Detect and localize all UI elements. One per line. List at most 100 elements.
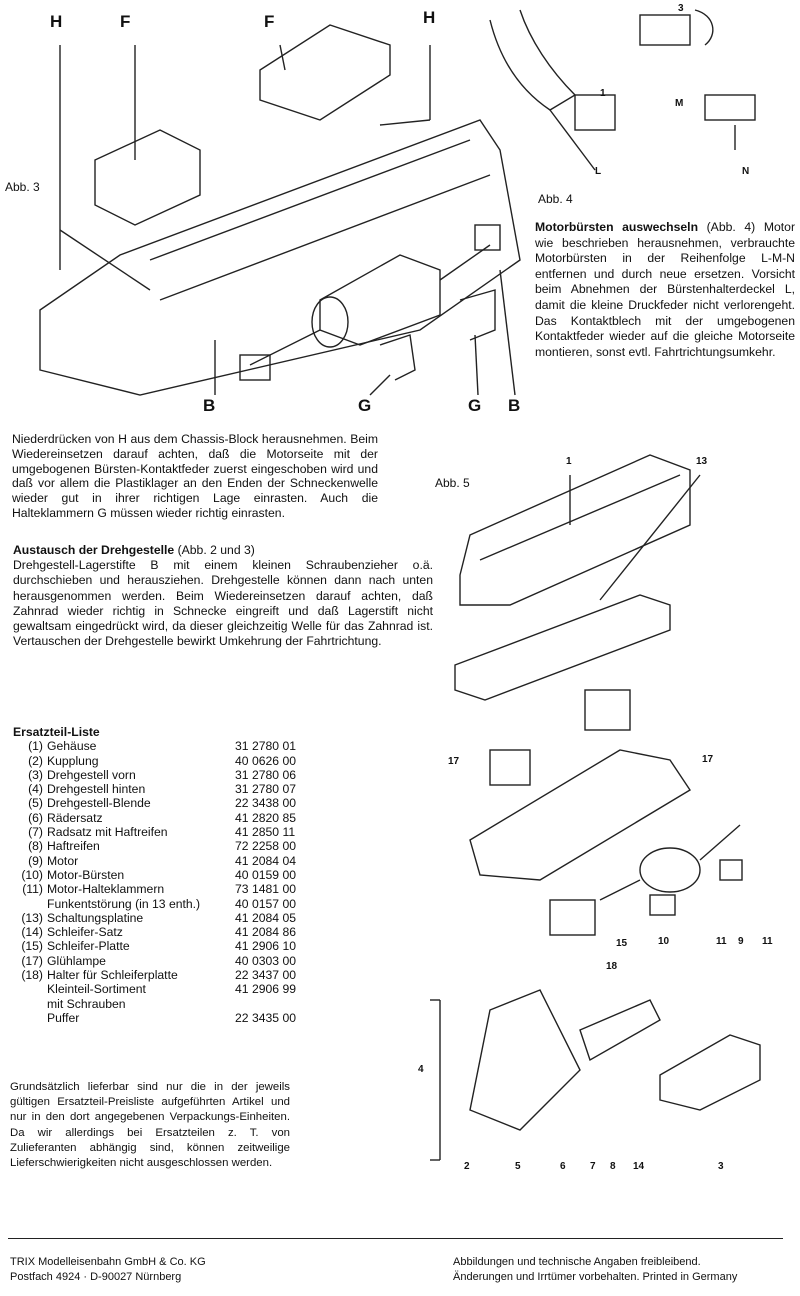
label-g: G xyxy=(468,396,482,415)
part-label: 17 xyxy=(702,754,714,765)
parts-list-row: (10) Motor-Bürsten 40 0159 00 xyxy=(13,868,333,882)
part-number: (4) xyxy=(28,782,43,797)
part-number: (5) xyxy=(28,796,43,811)
part-label: 5 xyxy=(515,1161,521,1172)
parts-list-title: Ersatzteil-Liste xyxy=(13,725,100,739)
part-code: 41 2084 05 xyxy=(235,910,296,925)
bogie-ref: (Abb. 2 und 3) xyxy=(174,543,255,557)
footer-address: Postfach 4924 · D-90027 Nürnberg xyxy=(10,1271,182,1283)
part-label: 18 xyxy=(606,961,618,972)
fig5-caption: Abb. 5 xyxy=(435,476,470,490)
footer-note-2: Änderungen und Irrtümer vorbehalten. Pri… xyxy=(453,1271,738,1283)
part-code: 40 0159 00 xyxy=(235,867,296,882)
part-name: Drehgestell hinten xyxy=(47,782,146,797)
part-label: 9 xyxy=(738,936,744,947)
part-number: (6) xyxy=(28,810,43,825)
part-label: 4 xyxy=(418,1064,424,1075)
parts-list-row: (13) Schaltungsplatine 41 2084 05 xyxy=(13,911,333,925)
part-number: (18) xyxy=(21,968,43,983)
part-label: 11 xyxy=(716,936,727,947)
part-code: 41 2084 86 xyxy=(235,925,296,940)
part-number: (14) xyxy=(21,925,43,940)
label-f: F xyxy=(120,12,131,31)
part-number: (13) xyxy=(21,910,43,925)
parts-list-row: (7) Radsatz mit Haftreifen 41 2850 11 xyxy=(13,825,333,839)
parts-list-row: (14) Schleifer-Satz 41 2084 86 xyxy=(13,925,333,939)
part-name: Kupplung xyxy=(47,753,99,768)
part-label: 14 xyxy=(633,1161,645,1172)
footer-company: TRIX Modelleisenbahn GmbH & Co. KG xyxy=(10,1256,206,1268)
parts-list-row: (5) Drehgestell-Blende 22 3438 00 xyxy=(13,796,333,810)
part-label: 2 xyxy=(464,1161,470,1172)
part-code: 40 0157 00 xyxy=(235,896,296,911)
part-code: 73 1481 00 xyxy=(235,882,296,897)
part-name: Radsatz mit Haftreifen xyxy=(47,825,168,840)
part-code: 41 2906 10 xyxy=(235,939,296,954)
fig3-caption: Abb. 3 xyxy=(5,180,40,194)
part-name: Motor-Bürsten xyxy=(47,867,125,882)
availability-note: Grundsätzlich lieferbar sind nur die in … xyxy=(10,1081,290,1170)
part-label: 11 xyxy=(762,936,773,947)
part-number xyxy=(13,1011,47,1025)
part-label: 8 xyxy=(610,1161,616,1172)
label-1: 1 xyxy=(600,88,606,99)
label-b: B xyxy=(203,396,216,415)
part-name: Motor-Halteklammern xyxy=(47,882,165,897)
label-f: F xyxy=(264,12,275,31)
label-b: B xyxy=(508,396,521,415)
part-name: Schleifer-Platte xyxy=(47,939,130,954)
chassis-instructions: Niederdrücken von H aus dem Chassis-Bloc… xyxy=(12,432,378,520)
part-code: 40 0626 00 xyxy=(235,753,296,768)
part-name: mit Schrauben xyxy=(47,996,126,1011)
part-code: 40 0303 00 xyxy=(235,953,296,968)
part-name: Funkentstörung (in 13 enth.) xyxy=(47,896,201,911)
part-number xyxy=(13,897,47,911)
part-number: (8) xyxy=(28,839,43,854)
label-m: M xyxy=(675,98,684,109)
label-n: N xyxy=(742,166,750,177)
fig4-motor-brush-drawing xyxy=(489,9,756,171)
footer-divider xyxy=(8,1238,783,1239)
part-name: Haftreifen xyxy=(47,839,100,854)
part-name: Motor xyxy=(47,853,79,868)
part-number: (7) xyxy=(28,825,43,840)
part-name: Schleifer-Satz xyxy=(47,925,123,940)
part-code: 41 2084 04 xyxy=(235,853,296,868)
part-code: 22 3437 00 xyxy=(235,968,296,983)
bogie-body: Drehgestell-Lagerstifte B mit einem klei… xyxy=(13,558,433,649)
part-name: Schaltungsplatine xyxy=(47,910,144,925)
part-number: (2) xyxy=(28,753,43,768)
part-number: (1) xyxy=(28,739,43,754)
parts-list-row: (2) Kupplung 40 0626 00 xyxy=(13,754,333,768)
part-name: Glühlampe xyxy=(47,953,106,968)
parts-list-row: mit Schrauben xyxy=(13,997,333,1011)
part-code: 41 2850 11 xyxy=(235,825,296,840)
part-label: 7 xyxy=(590,1161,596,1172)
parts-list-row: Funkentstörung (in 13 enth.) 40 0157 00 xyxy=(13,897,333,911)
part-code: 41 2906 99 xyxy=(235,982,296,997)
part-name: Gehäuse xyxy=(47,739,97,754)
parts-list-row: (8) Haftreifen 72 2258 00 xyxy=(13,839,333,853)
fig4-caption: Abb. 4 xyxy=(538,192,573,206)
part-code: 41 2820 85 xyxy=(235,810,296,825)
part-number xyxy=(13,997,47,1011)
part-number: (9) xyxy=(28,853,43,868)
label-3: 3 xyxy=(678,3,684,14)
part-name: Drehgestell-Blende xyxy=(47,796,151,811)
part-code: 22 3438 00 xyxy=(235,796,296,811)
part-label: 13 xyxy=(696,456,708,467)
part-number: (10) xyxy=(21,867,43,882)
parts-list-row: (9) Motor 41 2084 04 xyxy=(13,854,333,868)
part-code: 72 2258 00 xyxy=(235,839,296,854)
part-number xyxy=(13,982,47,996)
footer-note-1: Abbildungen und technische Angaben freib… xyxy=(453,1256,701,1268)
bogie-section: Austausch der Drehgestelle (Abb. 2 und 3… xyxy=(13,543,433,649)
fig5-exploded-locomotive-drawing xyxy=(430,454,761,1161)
footer-left: TRIX Modelleisenbahn GmbH & Co. KG Postf… xyxy=(10,1255,206,1285)
motor-brushes-title: Motorbürsten auswechseln xyxy=(535,220,699,234)
